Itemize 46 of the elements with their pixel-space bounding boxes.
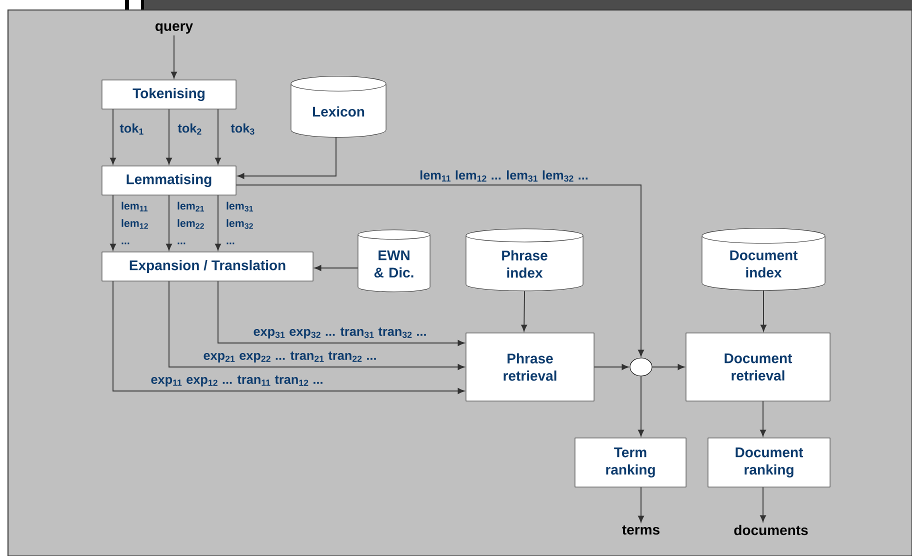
arrow xyxy=(236,184,644,356)
arrow xyxy=(166,108,172,164)
process-box: Lemmatising xyxy=(102,166,236,196)
process-box: Document retrieval xyxy=(686,332,830,402)
arrow xyxy=(594,364,628,370)
edge-label: tok$_{3}$ xyxy=(229,122,257,136)
arrow xyxy=(760,486,766,522)
edge-label: lem$_{11}$ lem$_{12}$ ... lem$_{31}$ lem$_{32}$ ... xyxy=(418,169,590,183)
io-label: documents xyxy=(734,524,808,536)
arrow xyxy=(110,194,116,250)
edge-label: exp$_{11}$ exp$_{12}$ ... tran$_{11}$ tran$_{12}$ ... xyxy=(149,374,325,388)
process-box: Expansion / Translation xyxy=(102,252,314,282)
edge-label: lem$_{31}$ lem$_{32}$ ... xyxy=(224,200,262,246)
io-label: terms xyxy=(622,525,660,535)
edge-label: lem$_{21}$ lem$_{22}$ ... xyxy=(176,200,212,246)
database-cylinder: EWN & Dic. xyxy=(358,230,430,292)
arrow xyxy=(638,376,644,436)
edge-label: lem$_{11}$ lem$_{12}$ ... xyxy=(120,200,156,246)
process-box: Term ranking xyxy=(574,438,686,488)
arrow xyxy=(168,280,464,370)
process-box: Phrase retrieval xyxy=(466,332,594,402)
arrow xyxy=(215,108,221,164)
edge-label: tok$_{2}$ xyxy=(176,122,204,136)
arrow xyxy=(238,137,336,179)
arrow xyxy=(110,108,116,164)
database-cylinder: Document index xyxy=(702,228,826,291)
database-cylinder: Phrase index xyxy=(466,228,584,292)
arrow xyxy=(760,290,766,332)
arrow xyxy=(112,280,464,394)
arrow xyxy=(215,194,221,250)
database-cylinder: Lexicon xyxy=(290,76,386,138)
arrow xyxy=(760,400,766,436)
arrow xyxy=(652,364,684,370)
arrow xyxy=(638,486,644,522)
arrow xyxy=(218,280,464,346)
arrow xyxy=(171,34,177,78)
arrow xyxy=(314,265,358,271)
process-box: Document ranking xyxy=(708,438,830,488)
edge-label: tok$_{1}$ xyxy=(118,122,146,136)
process-box: Tokenising xyxy=(102,80,236,110)
arrow xyxy=(166,194,172,250)
edge-label: exp$_{21}$ exp$_{22}$ ... tran$_{21}$ tran$_{22}$ ... xyxy=(202,350,378,364)
junction-circle xyxy=(630,358,652,376)
edge-label: exp$_{31}$ exp$_{32}$ ... tran$_{31}$ tran$_{32}$ ... xyxy=(252,326,428,340)
arrow xyxy=(521,290,528,332)
io-label: query xyxy=(156,23,193,34)
